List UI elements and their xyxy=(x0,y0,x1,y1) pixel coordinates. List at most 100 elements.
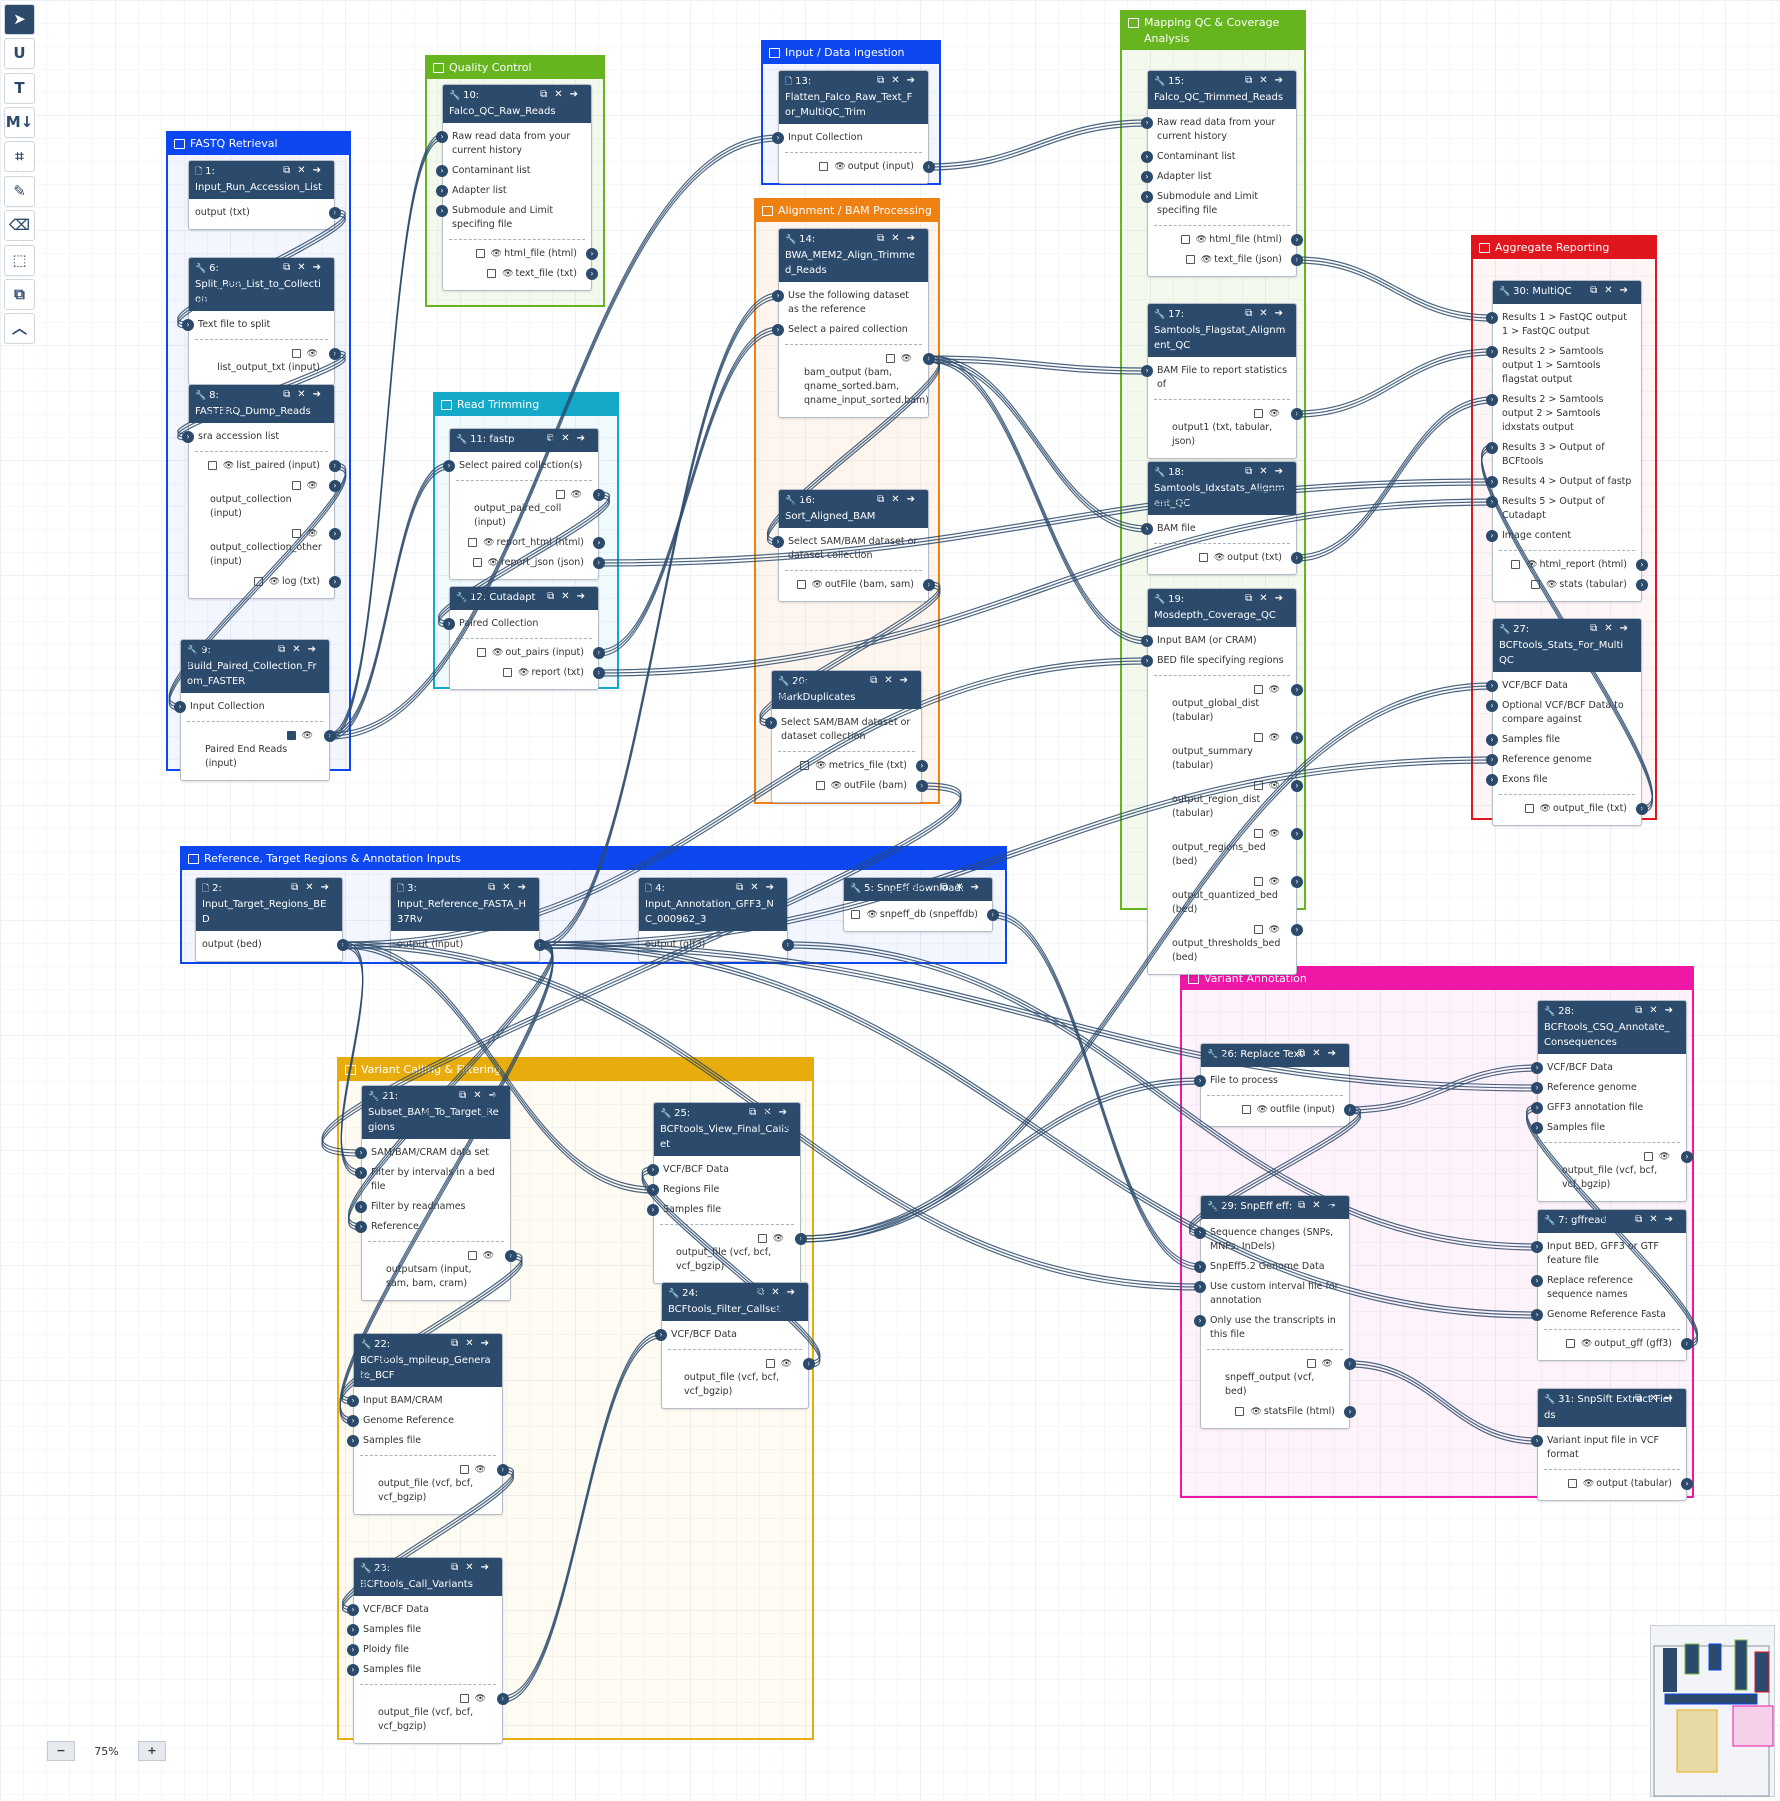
workflow-node-n19[interactable]: ⧉✕➔🔧 19:Mosdepth_Coverage_QC ›Input BAM (… xyxy=(1141,588,1303,975)
output-terminal-icon[interactable]: › xyxy=(1344,1406,1356,1418)
output-checkbox[interactable] xyxy=(291,349,301,358)
eye-icon[interactable]: 👁 xyxy=(1582,1479,1595,1489)
input-port-row[interactable]: ›sra accession list xyxy=(182,427,328,447)
node-action-icons[interactable]: ⧉✕➔ xyxy=(736,882,781,893)
input-port-row[interactable]: ›BED file specifying regions xyxy=(1141,651,1290,671)
input-terminal-icon[interactable]: › xyxy=(1194,1261,1206,1273)
node-action-icons[interactable]: ⧉✕➔ xyxy=(283,389,328,400)
node-header[interactable]: ⧉✕➔🔧 17:Samtools_Flagstat_Alignment_QC xyxy=(1148,304,1296,357)
workflow-node-n10[interactable]: ⧉✕➔🔧 10:Falco_QC_Raw_Reads›Raw read data… xyxy=(436,84,598,291)
output-port-row[interactable]: 👁output_file (vcf, bcf, vcf_bgzip)› xyxy=(668,1354,815,1402)
input-terminal-icon[interactable]: › xyxy=(647,1204,659,1216)
node-action-icons[interactable]: ⧉✕➔ xyxy=(1298,1200,1343,1211)
workflow-node-n9[interactable]: ⧉✕➔🔧 9:Build_Paired_Collection_From_FAST… xyxy=(174,639,336,781)
input-terminal-icon[interactable]: › xyxy=(1531,1275,1543,1287)
eye-icon[interactable]: 👁 xyxy=(1268,781,1280,791)
output-terminal-icon[interactable]: › xyxy=(1291,552,1303,564)
input-terminal-icon[interactable]: › xyxy=(174,701,186,713)
workflow-node-n8[interactable]: ⧉✕➔🔧 8:FASTERQ_Dump_Reads›sra accession … xyxy=(182,384,341,599)
output-port-row[interactable]: 👁bam_output (bam, qname_sorted.bam, qnam… xyxy=(785,349,935,411)
node-action-icons[interactable]: ⧉✕➔ xyxy=(870,675,915,686)
node-header[interactable]: ⧉✕➔🔧 16:Sort_Aligned_BAM xyxy=(779,490,928,528)
input-terminal-icon[interactable]: › xyxy=(772,290,784,302)
output-checkbox[interactable] xyxy=(467,1251,477,1260)
output-checkbox[interactable] xyxy=(291,481,301,490)
input-terminal-icon[interactable]: › xyxy=(1194,1281,1206,1293)
node-action-icons[interactable]: ⧉✕➔ xyxy=(1298,1048,1343,1059)
input-terminal-icon[interactable]: › xyxy=(347,1395,359,1407)
input-terminal-icon[interactable]: › xyxy=(1194,1075,1206,1087)
output-terminal-icon[interactable]: › xyxy=(1344,1104,1356,1116)
input-port-row[interactable]: ›Results 2 > Samtools output 2 > Samtool… xyxy=(1486,390,1635,438)
collapse-tool[interactable]: ︿ xyxy=(4,313,35,344)
eye-icon[interactable]: 👁 xyxy=(1526,560,1538,570)
output-port-row[interactable]: 👁metrics_file (txt)› xyxy=(778,756,928,776)
output-checkbox[interactable] xyxy=(1511,560,1521,569)
eye-icon[interactable]: 👁 xyxy=(772,1234,784,1244)
frame-tool[interactable]: ⌗ xyxy=(4,141,35,172)
input-terminal-icon[interactable]: › xyxy=(1194,1315,1206,1327)
eye-icon[interactable]: 👁 xyxy=(502,269,514,279)
workflow-node-n27[interactable]: ⧉✕➔🔧 27:BCFtools_Stats_For_MultiQC›VCF/B… xyxy=(1486,618,1648,826)
output-port-row[interactable]: 👁output1 (txt, tabular, json)› xyxy=(1154,404,1303,452)
output-port-row[interactable]: 👁output_collection_other (input)› xyxy=(195,524,341,572)
input-terminal-icon[interactable]: › xyxy=(772,132,784,144)
output-terminal-icon[interactable]: › xyxy=(329,576,341,588)
eye-icon[interactable]: 👁 xyxy=(900,354,912,364)
output-checkbox[interactable] xyxy=(1565,1339,1575,1348)
output-terminal-icon[interactable]: › xyxy=(329,348,341,360)
input-terminal-icon[interactable]: › xyxy=(1141,117,1153,129)
input-terminal-icon[interactable]: › xyxy=(1194,1227,1206,1239)
eye-icon[interactable]: 👁 xyxy=(1195,235,1208,245)
input-port-row[interactable]: ›Optional VCF/BCF Data to compare agains… xyxy=(1486,696,1635,730)
eye-icon[interactable]: 👁 xyxy=(815,761,827,771)
output-port-row[interactable]: 👁out_pairs (input)› xyxy=(456,643,605,663)
input-terminal-icon[interactable]: › xyxy=(436,131,448,143)
output-checkbox[interactable] xyxy=(1253,685,1263,694)
workflow-node-n21[interactable]: ⧉✕➔🔧 21:Subset_BAM_To_Target_Regions›SAM… xyxy=(355,1085,517,1301)
node-header[interactable]: ⧉✕➔🔧 15:Falco_QC_Trimmed_Reads xyxy=(1148,71,1296,109)
input-port-row[interactable]: ›Input BAM (or CRAM) xyxy=(1141,631,1290,651)
frame-title[interactable]: Mapping QC & Coverage Analysis xyxy=(1122,12,1304,50)
output-checkbox[interactable] xyxy=(1530,580,1540,589)
node-action-icons[interactable]: ⧉✕➔ xyxy=(451,1338,496,1349)
markdown-tool[interactable]: M↓ xyxy=(4,107,35,138)
output-checkbox[interactable] xyxy=(1643,1152,1653,1161)
node-header[interactable]: ⧉✕➔🔧 24:BCFtools_Filter_Callset xyxy=(662,1283,808,1321)
output-terminal-icon[interactable]: › xyxy=(1291,780,1303,792)
output-checkbox[interactable] xyxy=(253,577,263,586)
node-action-icons[interactable]: ⧉✕➔ xyxy=(451,1562,496,1573)
node-header[interactable]: ⧉✕➔🔧 19:Mosdepth_Coverage_QC xyxy=(1148,589,1296,627)
workflow-node-n5[interactable]: ⧉✕➔🔧 5: SnpEff download:👁snpeff_db (snpe… xyxy=(843,877,999,932)
input-terminal-icon[interactable]: › xyxy=(1486,754,1498,766)
input-port-row[interactable]: ›Reference xyxy=(355,1217,504,1237)
input-terminal-icon[interactable]: › xyxy=(182,319,194,331)
output-checkbox[interactable] xyxy=(1253,925,1263,934)
output-checkbox[interactable] xyxy=(459,1694,469,1703)
node-action-icons[interactable]: ⧉✕➔ xyxy=(941,882,986,893)
node-action-icons[interactable]: ⧉✕➔ xyxy=(459,1090,504,1101)
input-port-row[interactable]: ›File to process xyxy=(1194,1071,1343,1091)
eye-icon[interactable]: 👁 xyxy=(1658,1152,1670,1162)
input-terminal-icon[interactable]: › xyxy=(1486,680,1498,692)
output-terminal-icon[interactable]: › xyxy=(1291,732,1303,744)
output-checkbox[interactable] xyxy=(1235,1407,1245,1416)
node-action-icons[interactable]: ⧉✕➔ xyxy=(540,89,585,100)
output-terminal-icon[interactable]: › xyxy=(916,760,928,772)
input-port-row[interactable]: ›Regions File xyxy=(647,1180,794,1200)
output-checkbox[interactable] xyxy=(815,781,825,790)
node-action-icons[interactable]: ⧉✕➔ xyxy=(547,591,592,602)
output-port-row[interactable]: output (input)› xyxy=(397,935,546,955)
eye-icon[interactable]: 👁 xyxy=(780,1359,792,1369)
output-terminal-icon[interactable]: › xyxy=(1681,1478,1693,1490)
output-terminal-icon[interactable]: › xyxy=(782,939,794,951)
output-terminal-icon[interactable]: › xyxy=(329,528,341,540)
eye-icon[interactable]: 👁 xyxy=(482,1251,494,1261)
workflow-node-n26[interactable]: ⧉✕➔🔧 26: Replace Text›File to process👁ou… xyxy=(1194,1043,1356,1127)
output-terminal-icon[interactable]: › xyxy=(593,557,605,569)
input-port-row[interactable]: ›Samples file xyxy=(347,1660,496,1680)
node-header[interactable]: ⧉✕➔🔧 20:MarkDuplicates xyxy=(772,671,921,709)
node-action-icons[interactable]: ⧉✕➔ xyxy=(1245,466,1290,477)
node-action-icons[interactable]: ⧉✕➔ xyxy=(1635,1005,1680,1016)
input-port-row[interactable]: ›Samples file xyxy=(1486,730,1635,750)
